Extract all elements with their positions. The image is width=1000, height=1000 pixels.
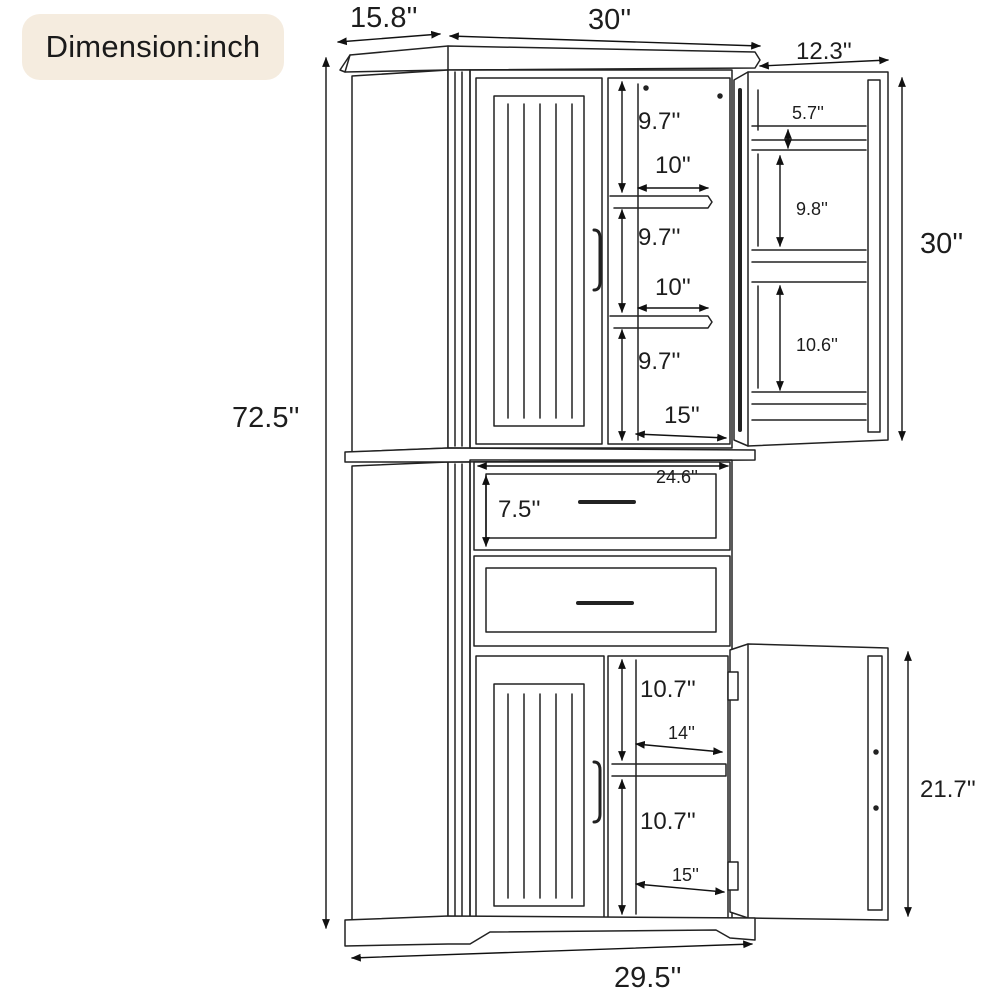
side-door-width-label: 12.3'' [796,38,852,65]
depth-label: 15.8'' [350,2,418,34]
upper-gap-2-label: 9.7'' [638,224,681,251]
width-top-label: 30'' [588,4,632,36]
upper-shelf-depth-2-label: 10'' [655,274,691,301]
door-rack-1-label: 5.7'' [792,103,824,123]
drawer-height-label: 7.5'' [498,496,541,523]
dimension-lines [322,30,912,962]
cabinet-body [339,45,889,947]
lower-door-height-label: 21.7'' [920,776,976,803]
base-width-label: 29.5'' [614,962,682,994]
dimension-unit-text: Dimension:inch [45,29,261,64]
lower-gap-2-label: 10.7'' [640,808,696,835]
lower-shelf-depth-label: 14'' [668,723,695,743]
upper-door-height-label: 30'' [920,228,964,260]
upper-gap-1-label: 9.7'' [638,108,681,135]
dimension-unit-badge: Dimension:inch [22,14,284,80]
total-height-label: 72.5'' [232,402,300,434]
door-rack-3-label: 10.6'' [796,335,838,355]
upper-gap-3-label: 9.7'' [638,348,681,375]
lower-inner-depth-label: 15'' [672,865,699,885]
upper-shelf-depth-1-label: 10'' [655,152,691,179]
lower-gap-1-label: 10.7'' [640,676,696,703]
upper-inner-depth-label: 15'' [664,402,700,429]
door-rack-2-label: 9.8'' [796,199,828,219]
drawer-width-label: 24.6'' [656,467,698,487]
